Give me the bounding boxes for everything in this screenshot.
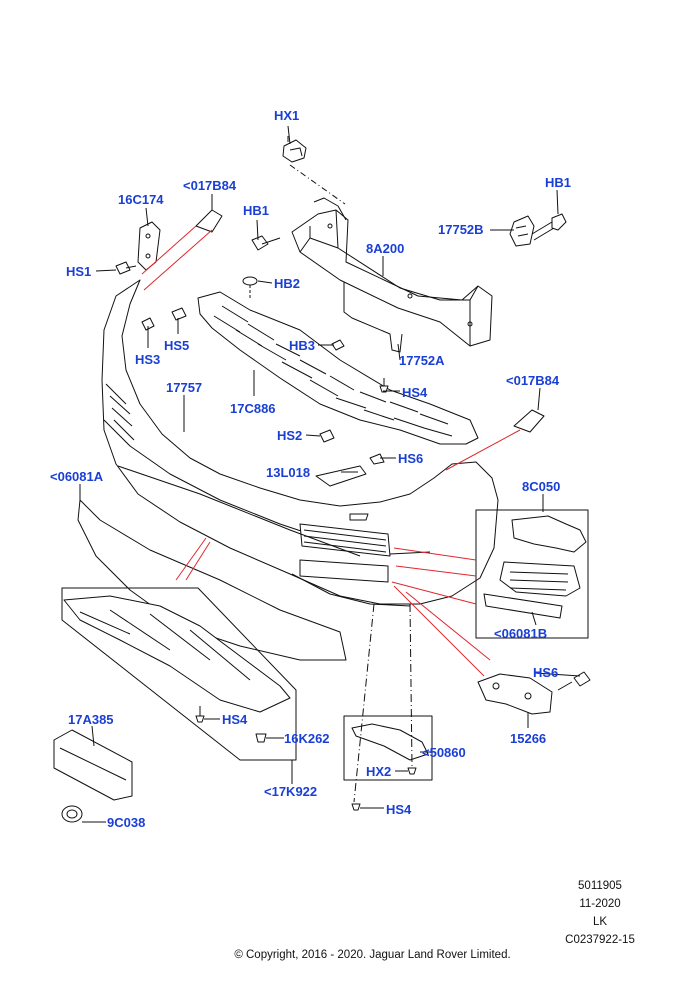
label-50860: <50860	[422, 745, 466, 760]
clip-hs4-mid-icon	[379, 378, 389, 393]
label-17a385: 17A385	[68, 712, 114, 727]
label-017b84-top: <017B84	[183, 178, 237, 193]
copyright-notice: © Copyright, 2016 - 2020. Jaguar Land Ro…	[234, 949, 511, 961]
clip-16k262-icon	[255, 733, 267, 743]
clip-hs5-icon	[171, 307, 187, 321]
label-06081a: <06081A	[50, 469, 104, 484]
meta-line-1: 5011905	[578, 880, 622, 892]
lower-panel-box-17k922	[61, 587, 297, 761]
label-17k922: <17K922	[264, 784, 318, 799]
label-17752a: 17752A	[399, 353, 445, 368]
label-hb3: HB3	[289, 338, 316, 353]
label-hs4-mid: HS4	[402, 385, 428, 400]
cover-017b84-right-icon	[513, 409, 545, 433]
clip-hs4-lower-icon	[195, 706, 205, 723]
label-hs6-right: HS6	[533, 665, 559, 680]
label-hb1-mid: HB1	[243, 203, 270, 218]
label-hs1: HS1	[66, 264, 92, 279]
meta-line-2: 11-2020	[579, 898, 621, 910]
bumper-cover	[101, 279, 499, 607]
cover-017b84-top-icon	[195, 209, 223, 233]
label-hs2: HS2	[277, 428, 303, 443]
label-8a200: 8A200	[366, 241, 405, 256]
screw-hs6-mid-icon	[369, 453, 385, 465]
label-hx1: HX1	[274, 108, 300, 123]
label-15266: 15266	[510, 731, 547, 746]
label-hs3: HS3	[135, 352, 161, 367]
bolt-hb3-icon	[331, 339, 345, 351]
bolt-hb1-mid-icon	[251, 235, 281, 251]
nut-hb2-icon	[242, 276, 258, 300]
grille-box-8c050	[475, 509, 589, 639]
clip-hs4-bottom-icon	[351, 803, 361, 811]
lip-strip-06081a	[77, 499, 347, 661]
screw-hs6-right-icon	[573, 671, 591, 687]
label-16c174: 16C174	[118, 192, 164, 207]
clip-hs3-icon	[141, 317, 155, 331]
label-hb2: HB2	[274, 276, 301, 291]
label-hs4-bottom: HS4	[386, 802, 412, 817]
label-hx2: HX2	[366, 764, 392, 779]
label-17c886: 17C886	[230, 401, 276, 416]
clip-hx1-icon	[282, 136, 307, 163]
label-9c038: 9C038	[107, 815, 146, 830]
deflector-box-50860	[343, 715, 433, 781]
meta-line-3: LK	[592, 916, 608, 928]
clip-hx2-icon	[407, 767, 417, 775]
meta-line-4: C0237922-15	[565, 934, 635, 946]
label-06081b: <06081B	[494, 626, 548, 641]
label-13l018: 13L018	[266, 465, 311, 480]
reinforcement-beam	[291, 197, 493, 353]
label-17757: 17757	[166, 380, 203, 395]
bracket-17752b-icon	[509, 215, 535, 247]
label-17752b: 17752B	[438, 222, 484, 237]
bracket-16c174-icon	[137, 221, 161, 271]
bolt-hb1-right-icon	[531, 213, 567, 241]
label-hb1-top: HB1	[545, 175, 572, 190]
sensor-9c038-icon	[61, 805, 83, 823]
label-017b84-right: <017B84	[506, 373, 560, 388]
screw-hs1-icon	[115, 261, 137, 275]
licence-plate-17a385	[53, 729, 133, 801]
label-16k262: 16K262	[284, 731, 330, 746]
bracket-15266-icon	[477, 673, 553, 715]
label-hs5: HS5	[164, 338, 190, 353]
screw-hs2-icon	[319, 429, 335, 443]
undertray-17c886	[197, 291, 479, 445]
label-8c050: 8C050	[522, 479, 561, 494]
label-hs6-mid: HS6	[398, 451, 424, 466]
label-hs4-lower: HS4	[222, 712, 248, 727]
